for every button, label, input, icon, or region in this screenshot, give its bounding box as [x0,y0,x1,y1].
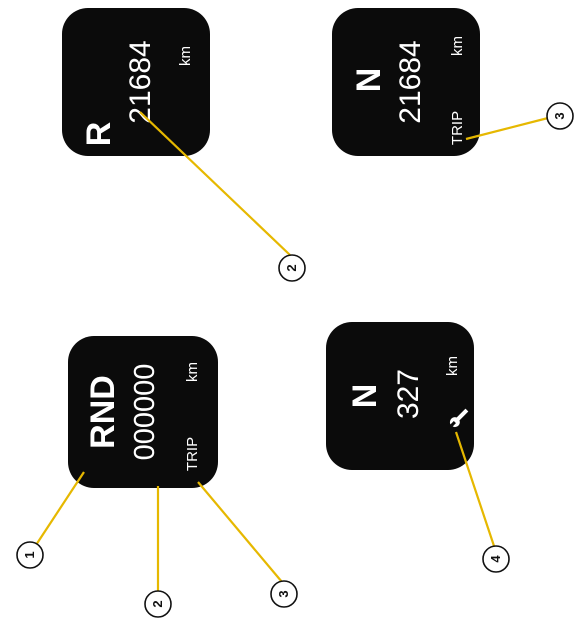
callout-3-lower: 3 [270,580,298,608]
callout-number: 4 [488,555,503,563]
callout-4: 4 [482,545,510,573]
odometer-value: 21684 [394,40,427,123]
wrench-icon [449,408,469,428]
leader-lines [35,111,549,592]
display-bottom-left: RND 000000 TRIP km [68,336,218,488]
unit-label: km [444,356,461,376]
callout-number: 1 [22,551,37,558]
unit-label: km [449,36,466,56]
trip-label: TRIP [449,111,466,145]
display-panel [332,8,480,156]
gear-indicator: RND [84,375,122,449]
gear-indicator: R [80,122,118,147]
unit-label: km [184,362,201,382]
callout-number: 3 [552,112,567,119]
callout-3-upper: 3 [546,102,574,130]
callout-2-upper: 2 [278,254,306,282]
display-bottom-right: N 327 km [326,322,474,470]
display-panel [326,322,474,470]
leader-line [35,471,85,546]
odometer-value: 21684 [124,40,157,123]
odometer-value: 327 [392,369,425,419]
display-top-right: N 21684 TRIP km [332,8,480,156]
trip-label: TRIP [184,437,201,471]
display-panel [68,336,218,488]
display-top-left: R 21684 km [62,8,210,156]
gear-indicator: N [350,68,388,93]
leader-line [197,481,283,583]
callout-number: 2 [150,600,165,607]
leader-line [465,116,549,141]
odometer-value: 000000 [129,364,161,461]
gear-indicator: N [346,384,384,409]
callout-number: 3 [276,590,291,597]
callout-number: 2 [284,264,299,271]
display-panel [62,8,210,156]
leader-line [454,431,496,547]
unit-label: km [177,46,194,66]
callout-2-lower: 2 [144,590,172,618]
leader-line [139,111,291,256]
callout-1: 1 [16,541,44,569]
